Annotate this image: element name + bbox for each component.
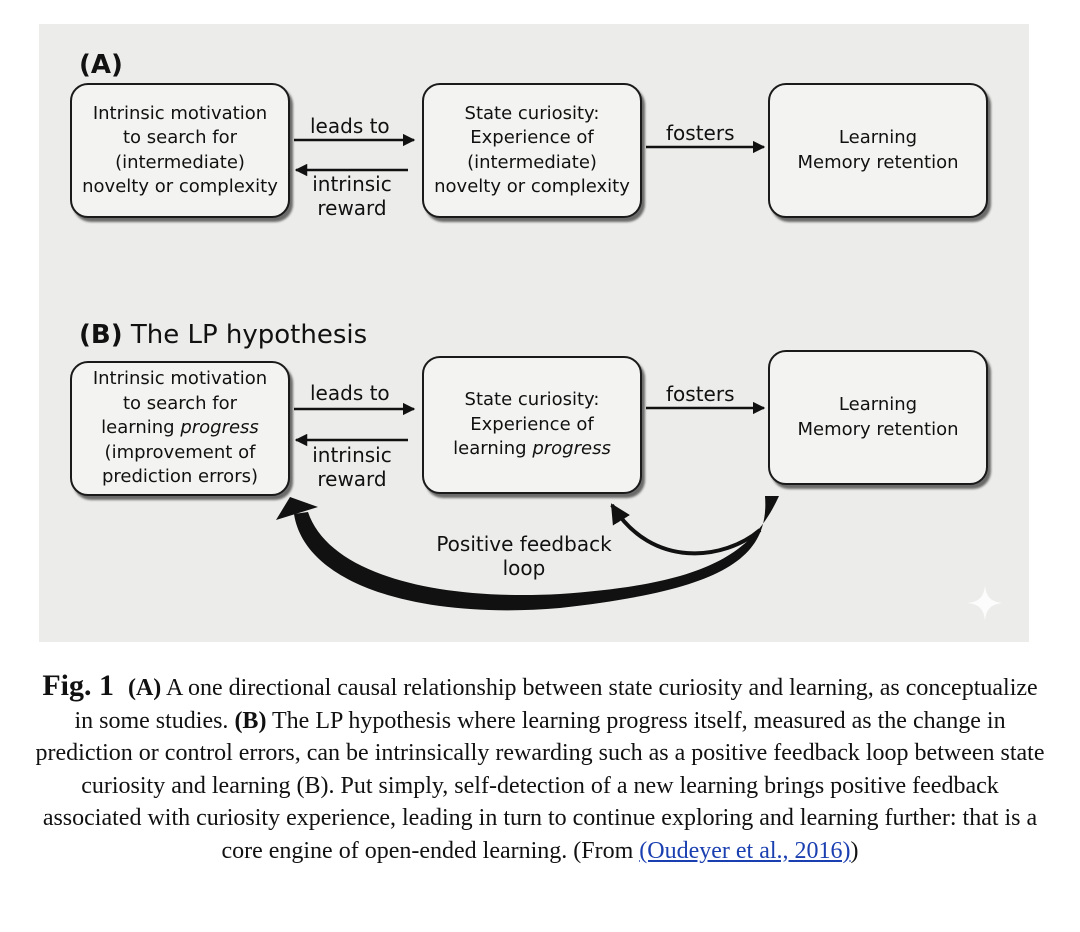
box-line: novelty or complexity: [82, 176, 278, 197]
panel-a-curiosity-box: State curiosity: Experience of (intermed…: [422, 83, 642, 218]
sparkle-icon: [967, 585, 1003, 621]
panel-a-intrinsic-reward-label: intrinsic reward: [312, 172, 392, 220]
box-line: Intrinsic motivation: [92, 368, 268, 390]
box-line: Intrinsic motivation: [92, 102, 268, 124]
box-line: Memory retention: [797, 151, 959, 173]
box-line: State curiosity:: [464, 389, 600, 411]
panel-b-curiosity-box: State curiosity: Experience of learning …: [422, 356, 642, 494]
feedback-arrow-large-head: [276, 497, 318, 520]
box-line: novelty or complexity: [434, 176, 630, 197]
intrinsic-text: intrinsic: [312, 443, 392, 467]
figure-caption: Fig. 1 (A) A one directional causal rela…: [30, 669, 1050, 867]
caption-a-marker: (A): [127, 675, 162, 701]
panel-a-label: (A): [79, 50, 123, 80]
figure-number: Fig. 1: [42, 669, 114, 702]
box-line: Learning: [838, 394, 918, 415]
box-line: Learning: [838, 127, 918, 148]
caption-a-text: A one directional causal relationship be…: [74, 675, 1038, 734]
caption-b-marker: (B): [234, 707, 267, 734]
box-line: to search for: [122, 392, 238, 414]
box-line: prediction errors): [101, 466, 258, 488]
box-line: learning progress: [101, 417, 259, 439]
panel-b-learning-box: Learning Memory retention: [768, 350, 988, 485]
box-line: to search for: [122, 127, 238, 148]
reward-text: reward: [317, 196, 387, 220]
caption-close: ): [850, 837, 859, 864]
panel-a-motivation-box: Intrinsic motivation to search for (inte…: [70, 83, 290, 218]
box-line: learning progress: [453, 438, 611, 460]
panel-b-fosters-label: fosters: [666, 382, 735, 406]
intrinsic-text: intrinsic: [312, 172, 392, 196]
box-line: Experience of: [470, 127, 594, 148]
panel-b-intrinsic-reward-label: intrinsic reward: [312, 443, 392, 491]
box-line: (intermediate): [467, 151, 597, 173]
reward-text: reward: [317, 467, 387, 491]
box-line: (improvement of: [104, 441, 256, 463]
panel-a-learning-box: Learning Memory retention: [768, 83, 988, 218]
feedback-loop-label: Positive feedback loop: [424, 532, 624, 580]
caption-b-text: The LP hypothesis where learning progres…: [35, 707, 1045, 864]
feedback-text-line: Positive feedback: [436, 532, 612, 556]
panel-b-motivation-box: Intrinsic motivation to search for learn…: [70, 361, 290, 496]
box-line: State curiosity:: [464, 102, 600, 124]
panel-a-fosters-label: fosters: [666, 121, 735, 145]
panel-b-leads-to-label: leads to: [310, 381, 390, 405]
feedback-arrow-large-body: [294, 496, 779, 611]
feedback-text-line: loop: [502, 556, 546, 580]
box-line: Memory retention: [797, 418, 959, 440]
box-line: (intermediate): [115, 151, 245, 173]
citation-link[interactable]: (Oudeyer et al., 2016): [639, 837, 851, 864]
feedback-arrow-small: [610, 503, 762, 556]
panel-a-leads-to-label: leads to: [310, 114, 390, 138]
box-line: Experience of: [470, 413, 594, 435]
panel-b-label: (B) The LP hypothesis: [79, 320, 368, 350]
